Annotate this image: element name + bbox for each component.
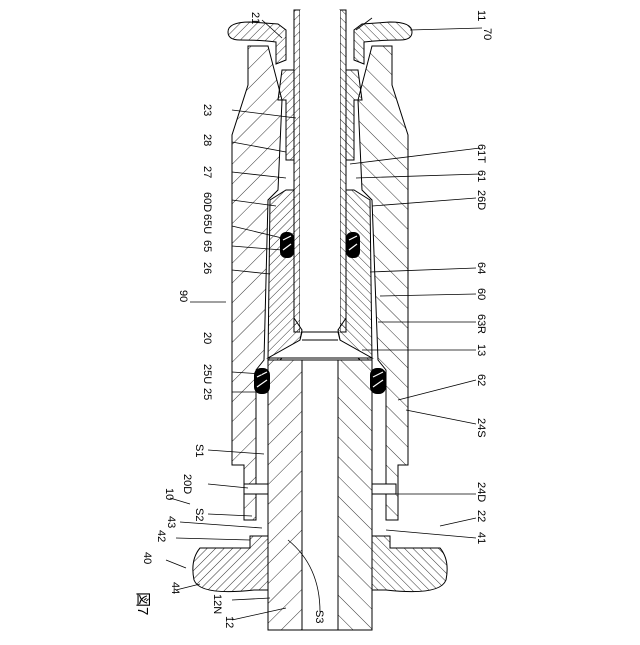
label-60: 60 [475,288,487,300]
shaft-right [338,360,372,630]
label-43: 43 [165,516,177,528]
label-28: 28 [201,134,213,146]
label-61: 61 [475,170,487,182]
oring-25-right [370,368,386,394]
label-12N: 12N [211,594,223,614]
label-65U: 65U [201,214,213,234]
label-22: 22 [475,510,487,522]
label-64: 64 [475,262,487,274]
label-S3: S3 [313,610,325,623]
nut-left [193,536,268,592]
label-63: 63 [475,314,487,326]
label-90: 90 [177,290,189,302]
label-11: 11 [475,10,487,21]
label-40: 40 [141,552,153,564]
nut-right [372,536,447,592]
label-R: R [475,326,487,334]
label-21: 21 [249,12,261,24]
tube-wall-left [294,10,300,332]
tube-wall-right [340,10,346,332]
label-20: 20 [201,332,213,344]
label-27: 27 [201,166,213,178]
shaft-left [268,360,302,630]
label-24S: 24S [475,418,487,438]
label-42: 42 [155,530,167,542]
label-S2: S2 [193,508,205,521]
label-70: 70 [481,28,493,40]
label-12: 12 [223,616,235,628]
label-41: 41 [475,532,487,544]
label-62: 62 [475,374,487,386]
oring-65-left [280,232,294,258]
label-S1: S1 [193,444,205,457]
label-60D: 60D [201,192,213,212]
label-61T: 61T [475,144,487,163]
label-26D: 26D [475,190,487,210]
label-10: 10 [163,488,175,500]
oring-65-right [346,232,360,258]
label-65: 65 [201,240,213,252]
figure-label: 図7 [134,592,151,615]
label-25U: 25U [201,364,213,384]
shaft-bore [302,360,338,630]
label-20D: 20D [181,474,193,494]
label-26: 26 [201,262,213,274]
oring-25-left [254,368,270,394]
stopper-left [244,484,268,494]
label-44: 44 [169,582,181,594]
tube-bore [300,10,340,332]
label-23: 23 [201,104,213,116]
label-13: 13 [475,344,487,356]
stopper-right [372,484,396,494]
label-25: 25 [201,388,213,400]
label-24D: 24D [475,482,487,502]
